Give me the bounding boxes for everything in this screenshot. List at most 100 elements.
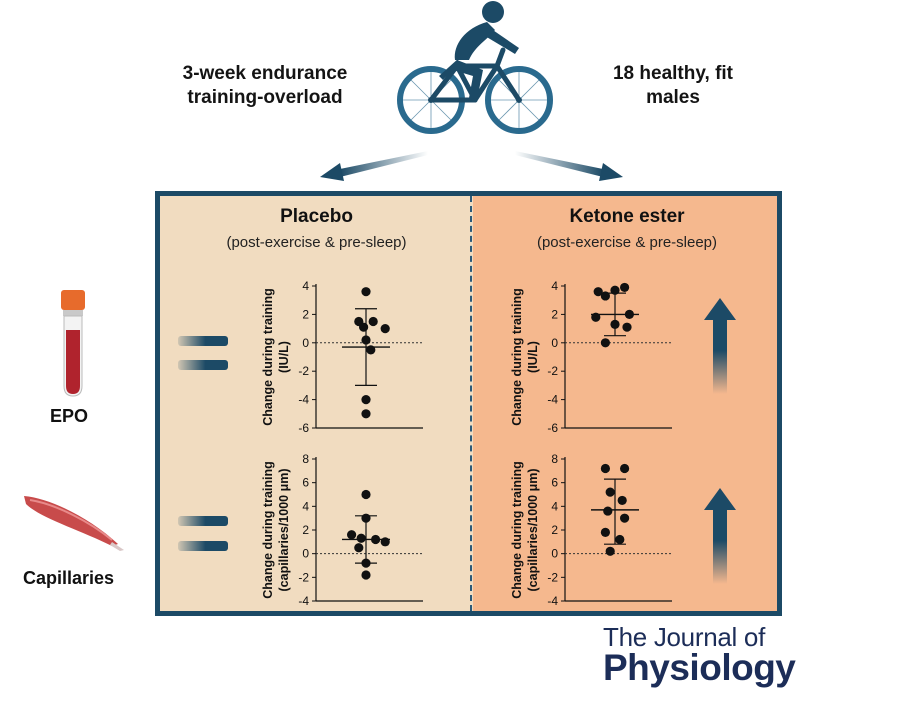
data-point [620, 282, 630, 293]
y-tick-label: -2 [298, 570, 309, 584]
y-tick-label: 2 [551, 307, 558, 321]
data-point [622, 322, 632, 332]
epo-ketone-chart: Change during training(IU/L) -6 -4 -2 0 2 4 [510, 279, 672, 435]
participants-description-line1: 18 healthy, fit [612, 63, 733, 84]
data-point [617, 495, 627, 506]
left-branch-arrow-icon [320, 151, 428, 181]
y-tick-label: -2 [298, 364, 309, 378]
y-tick-label: -4 [298, 393, 309, 407]
data-point [368, 316, 378, 327]
epo-label: EPO [50, 406, 89, 426]
data-point [620, 463, 630, 474]
data-point [371, 534, 381, 545]
y-tick-label: 2 [302, 523, 309, 537]
data-point [361, 335, 371, 345]
data-point [354, 543, 364, 553]
data-point [593, 287, 603, 297]
participants-description: 18 healthy, fit males [568, 62, 778, 110]
muscle-icon [24, 496, 124, 551]
data-point [603, 506, 613, 516]
y-tick-label: 4 [302, 499, 309, 513]
y-tick-label: 0 [551, 547, 558, 561]
journal-name-line2: Physiology [603, 647, 796, 688]
y-axis-unit-label: (IU/L) [526, 341, 540, 373]
data-point [361, 395, 371, 405]
data-point [620, 513, 630, 523]
y-tick-label: 2 [551, 523, 558, 537]
epo-placebo-chart: Change during training(IU/L) -6 -4 -2 0 2 4 [261, 279, 423, 435]
data-point [600, 527, 610, 537]
y-axis-unit-label: (capillaries/1000 μm) [277, 469, 291, 592]
data-point [610, 285, 620, 295]
capillaries-ketone-chart: Change during training(capillaries/1000 … [510, 452, 672, 608]
data-point [600, 338, 610, 348]
data-point [361, 287, 371, 297]
y-axis-label: Change during training [261, 461, 275, 599]
placebo-title: Placebo [280, 206, 353, 227]
y-tick-label: -6 [547, 421, 558, 435]
participants-description-line2: males [646, 87, 700, 108]
y-tick-label: 4 [551, 499, 558, 513]
journal-logo: The Journal of Physiology [603, 622, 863, 689]
y-tick-label: 6 [551, 476, 558, 490]
data-point [366, 345, 376, 355]
y-tick-label: 0 [302, 547, 309, 561]
y-axis-label: Change during training [261, 288, 275, 426]
y-tick-label: -2 [547, 364, 558, 378]
y-tick-label: -4 [547, 393, 558, 407]
data-point [624, 309, 634, 319]
data-point [605, 546, 615, 556]
up-arrow-icon [704, 298, 736, 394]
data-point [359, 322, 369, 332]
y-tick-label: 4 [551, 279, 558, 293]
data-point [347, 530, 357, 540]
training-description: 3-week endurance training-overload [160, 62, 370, 110]
cyclist-icon [397, 1, 553, 134]
y-tick-label: -4 [298, 594, 309, 608]
y-tick-label: 0 [302, 336, 309, 350]
y-tick-label: 4 [302, 279, 309, 293]
y-tick-label: 8 [551, 452, 558, 466]
data-point [615, 534, 625, 545]
data-point [361, 558, 371, 568]
data-point [356, 533, 366, 543]
y-tick-label: -6 [298, 421, 309, 435]
study-frame: Placebo (post-exercise & pre-sleep) Keto… [155, 191, 782, 616]
data-point [380, 324, 390, 334]
data-point [380, 537, 390, 547]
journal-name-line1: The Journal of [603, 622, 766, 652]
data-point [600, 463, 610, 474]
up-arrow-icon [704, 488, 736, 584]
y-tick-label: -2 [547, 570, 558, 584]
data-point [591, 312, 601, 322]
equal-sign-icon [178, 360, 228, 370]
y-tick-label: 2 [302, 307, 309, 321]
data-point [361, 489, 371, 500]
y-tick-label: 8 [302, 452, 309, 466]
blood-tube-icon [61, 290, 85, 397]
capillaries-label: Capillaries [23, 568, 115, 588]
data-point [610, 319, 620, 329]
y-axis-unit-label: (capillaries/1000 μm) [526, 469, 540, 592]
placebo-subtitle: (post-exercise & pre-sleep) [226, 234, 407, 251]
y-axis-label: Change during training [510, 288, 524, 426]
right-branch-arrow-icon [515, 151, 623, 181]
capillaries-placebo-chart: Change during training(capillaries/1000 … [261, 452, 423, 608]
equal-sign-icon [178, 541, 228, 551]
y-tick-label: 6 [302, 476, 309, 490]
equal-sign-icon [178, 336, 228, 346]
y-tick-label: -4 [547, 594, 558, 608]
y-axis-unit-label: (IU/L) [277, 341, 291, 373]
equal-sign-icon [178, 516, 228, 526]
y-tick-label: 0 [551, 336, 558, 350]
ketone-subtitle: (post-exercise & pre-sleep) [536, 234, 718, 251]
data-point [605, 487, 615, 497]
y-axis-label: Change during training [510, 461, 524, 599]
panel-divider [470, 196, 472, 611]
data-point [361, 570, 371, 580]
data-point [361, 409, 371, 419]
data-point [361, 513, 371, 523]
ketone-title: Ketone ester [569, 206, 685, 227]
training-description-line2: training-overload [187, 87, 343, 108]
training-description-line1: 3-week endurance [182, 63, 348, 84]
